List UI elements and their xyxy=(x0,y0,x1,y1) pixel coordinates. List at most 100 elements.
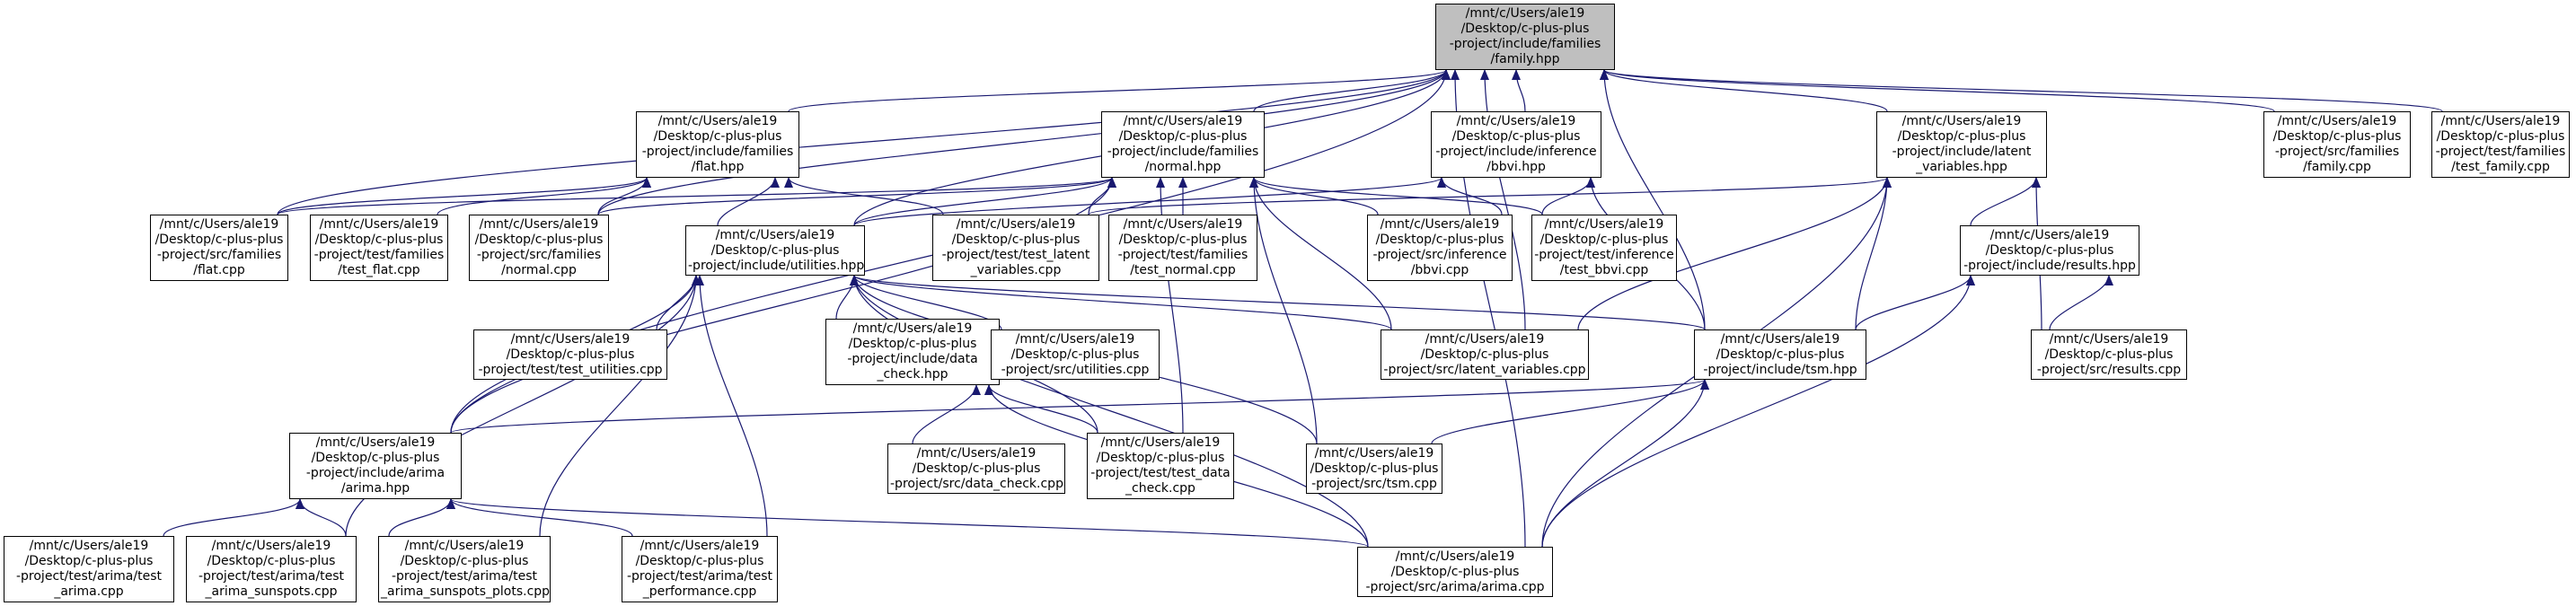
node-label-line: -project/test/inference xyxy=(1534,248,1674,262)
node-label-line: /mnt/c/Users/ale19 xyxy=(1100,435,1221,450)
node-normal-hpp[interactable]: /mnt/c/Users/ale19/Desktop/c-plus-plus-p… xyxy=(1101,111,1265,178)
edge-arima-hpp-to-tsm-hpp xyxy=(450,379,1709,434)
node-label-line: -project/src/arima/arima.cpp xyxy=(1365,579,1545,594)
node-arima-cpp[interactable]: /mnt/c/Users/ale19/Desktop/c-plus-plus-p… xyxy=(1357,547,1553,597)
node-src-family-cpp[interactable]: /mnt/c/Users/ale19/Desktop/c-plus-plus-p… xyxy=(2263,111,2411,178)
node-label-line: -project/include/arima xyxy=(305,466,446,480)
node-test-bbvi-cpp[interactable]: /mnt/c/Users/ale19/Desktop/c-plus-plus-p… xyxy=(1531,215,1677,281)
node-label-line: _performance.cpp xyxy=(642,584,757,599)
node-label-line: /Desktop/c-plus-plus xyxy=(474,233,604,247)
edge-latent-cpp-to-normal-hpp xyxy=(1249,177,1392,330)
node-data-check-hpp[interactable]: /mnt/c/Users/ale19/Desktop/c-plus-plus-p… xyxy=(825,319,1000,385)
node-flat-cpp[interactable]: /mnt/c/Users/ale19/Desktop/c-plus-plus-p… xyxy=(150,215,288,281)
node-flat-hpp[interactable]: /mnt/c/Users/ale19/Desktop/c-plus-plus-p… xyxy=(636,111,799,178)
node-test-utilities-cpp[interactable]: /mnt/c/Users/ale19/Desktop/c-plus-plus-p… xyxy=(473,329,667,380)
node-label-line: /Desktop/c-plus-plus xyxy=(1897,129,2026,144)
edge-tsm-cpp-to-tsm-hpp xyxy=(1431,379,1709,444)
node-label-line: /Desktop/c-plus-plus xyxy=(2436,129,2565,144)
node-label-line: /mnt/c/Users/ale19 xyxy=(315,435,436,450)
node-label-line: /Desktop/c-plus-plus xyxy=(912,461,1041,476)
node-label-line: /Desktop/c-plus-plus xyxy=(506,347,635,362)
node-results-hpp[interactable]: /mnt/c/Users/ale19/Desktop/c-plus-plus-p… xyxy=(1960,225,2139,276)
node-test-data-check-cpp[interactable]: /mnt/c/Users/ale19/Desktop/c-plus-plus-p… xyxy=(1087,433,1234,499)
edge-arima-cpp-to-utilities-hpp xyxy=(850,275,1369,548)
edge-results-cpp-to-results-hpp xyxy=(2049,275,2113,330)
node-test-family-cpp[interactable]: /mnt/c/Users/ale19/Desktop/c-plus-plus-p… xyxy=(2431,111,2570,178)
node-label-line: /Desktop/c-plus-plus xyxy=(1460,22,1590,36)
node-latent-cpp[interactable]: /mnt/c/Users/ale19/Desktop/c-plus-plus-p… xyxy=(1381,329,1589,380)
node-bbvi-cpp[interactable]: /mnt/c/Users/ale19/Desktop/c-plus-plus-p… xyxy=(1367,215,1513,281)
edge-latent-cpp-to-family-hpp xyxy=(1480,69,1526,330)
node-test-arima-sunspots-cpp[interactable]: /mnt/c/Users/ale19/Desktop/c-plus-plus-p… xyxy=(186,536,357,602)
edge-arima-cpp-to-arima-hpp xyxy=(446,498,1369,548)
node-label-line: -project/include/utilities.hpp xyxy=(688,258,865,273)
edge-test-bbvi-cpp-to-normal-hpp xyxy=(1249,177,1543,215)
node-label-line: /mnt/c/Users/ale19 xyxy=(852,321,973,336)
node-label-line: _arima_sunspots.cpp xyxy=(205,584,338,599)
node-utilities-cpp[interactable]: /mnt/c/Users/ale19/Desktop/c-plus-plus-p… xyxy=(991,329,1160,380)
edge-tsm-hpp-to-utilities-hpp xyxy=(850,275,1706,330)
edge-bbvi-cpp-to-normal-hpp xyxy=(1249,177,1379,215)
node-label-line: /test_flat.cpp xyxy=(338,263,420,277)
edge-utilities-hpp-to-bbvi-hpp xyxy=(853,177,1446,226)
node-label-line: /Desktop/c-plus-plus xyxy=(951,233,1081,247)
node-label-line: /mnt/c/Users/ale19 xyxy=(1901,114,2022,128)
node-utilities-hpp[interactable]: /mnt/c/Users/ale19/Desktop/c-plus-plus-p… xyxy=(685,225,865,276)
node-data-check-cpp[interactable]: /mnt/c/Users/ale19/Desktop/c-plus-plus-p… xyxy=(887,444,1065,494)
node-test-flat-cpp[interactable]: /mnt/c/Users/ale19/Desktop/c-plus-plus-p… xyxy=(310,215,448,281)
node-label-line: /mnt/c/Users/ale19 xyxy=(319,217,439,232)
node-label-line: /bbvi.hpp xyxy=(1486,160,1546,174)
node-arima-hpp[interactable]: /mnt/c/Users/ale19/Desktop/c-plus-plus-p… xyxy=(289,433,462,499)
node-test-arima-sunspots-plots-cpp[interactable]: /mnt/c/Users/ale19/Desktop/c-plus-plus-p… xyxy=(378,536,551,602)
node-test-latent-cpp[interactable]: /mnt/c/Users/ale19/Desktop/c-plus-plus-p… xyxy=(932,215,1099,281)
node-label-line: -project/include/results.hpp xyxy=(1963,258,2136,273)
node-bbvi-hpp[interactable]: /mnt/c/Users/ale19/Desktop/c-plus-plus-p… xyxy=(1431,111,1601,178)
node-label-line: /flat.hpp xyxy=(691,160,745,174)
node-label-line: /mnt/c/Users/ale19 xyxy=(1456,114,1576,128)
edge-latent-cpp-to-utilities-hpp xyxy=(850,275,1392,330)
edge-flat-hpp-to-family-hpp xyxy=(788,69,1451,112)
node-family-hpp[interactable]: /mnt/c/Users/ale19/Desktop/c-plus-plus-p… xyxy=(1435,4,1615,70)
edge-test-latent-cpp-to-latent-hpp xyxy=(1088,177,1892,215)
edge-test-arima-sunspots-plots-cpp-to-utilities-hpp xyxy=(539,275,701,537)
edge-arima-cpp-to-tsm-hpp xyxy=(1541,379,1709,548)
node-latent-hpp[interactable]: /mnt/c/Users/ale19/Desktop/c-plus-plus-p… xyxy=(1876,111,2047,178)
node-tsm-cpp[interactable]: /mnt/c/Users/ale19/Desktop/c-plus-plus-p… xyxy=(1306,444,1442,494)
node-label-line: /normal.cpp xyxy=(501,263,577,277)
node-label-line: /Desktop/c-plus-plus xyxy=(1539,233,1669,247)
node-label-line: /mnt/c/Users/ale19 xyxy=(956,217,1076,232)
node-test-normal-cpp[interactable]: /mnt/c/Users/ale19/Desktop/c-plus-plus-p… xyxy=(1108,215,1257,281)
node-test-arima-cpp[interactable]: /mnt/c/Users/ale19/Desktop/c-plus-plus-p… xyxy=(4,536,174,602)
node-label-line: _arima_sunspots_plots.cpp xyxy=(381,584,551,599)
node-tsm-hpp[interactable]: /mnt/c/Users/ale19/Desktop/c-plus-plus-p… xyxy=(1694,329,1866,380)
node-label-line: /mnt/c/Users/ale19 xyxy=(1123,114,1243,128)
edge-test-performance-cpp-to-arima-hpp xyxy=(446,498,633,537)
edge-flat-cpp-to-flat-hpp xyxy=(277,177,651,215)
node-label-line: -project/include/families xyxy=(1449,37,1601,51)
node-label-line: _variables.hpp xyxy=(1916,160,2007,174)
node-normal-cpp[interactable]: /mnt/c/Users/ale19/Desktop/c-plus-plus-p… xyxy=(469,215,609,281)
node-label-line: -project/src/data_check.cpp xyxy=(890,476,1063,491)
node-label-line: -project/src/results.cpp xyxy=(2036,362,2182,377)
node-results-cpp[interactable]: /mnt/c/Users/ale19/Desktop/c-plus-plus-p… xyxy=(2031,329,2187,380)
node-label-line: -project/test/arima/test xyxy=(391,569,537,584)
node-test-performance-cpp[interactable]: /mnt/c/Users/ale19/Desktop/c-plus-plus-p… xyxy=(622,536,778,602)
node-label-line: /mnt/c/Users/ale19 xyxy=(2049,331,2169,347)
node-label-line: /mnt/c/Users/ale19 xyxy=(211,539,331,553)
node-label-line: /mnt/c/Users/ale19 xyxy=(1015,331,1135,347)
node-label-line: -project/src/families xyxy=(476,248,602,262)
edge-normal-cpp-to-flat-hpp xyxy=(597,177,651,215)
node-label-line: -project/src/tsm.cpp xyxy=(1311,476,1437,491)
node-label-line: /arima.hpp xyxy=(340,481,410,496)
node-label-line: -project/include/data xyxy=(847,352,978,366)
node-label-line: -project/include/families xyxy=(1107,145,1259,159)
node-label-line: _check.hpp xyxy=(877,367,948,382)
node-label-line: /mnt/c/Users/ale19 xyxy=(479,217,599,232)
edge-test-flat-cpp-to-flat-hpp xyxy=(437,177,651,215)
node-label-line: /mnt/c/Users/ale19 xyxy=(916,445,1037,461)
node-label-line: /mnt/c/Users/ale19 xyxy=(715,227,835,242)
node-label-line: _check.cpp xyxy=(1125,481,1195,496)
node-label-line: /mnt/c/Users/ale19 xyxy=(1544,217,1664,232)
edge-utilities-hpp-to-flat-hpp xyxy=(717,177,780,226)
edge-data-check-cpp-to-data-check-hpp xyxy=(912,384,981,444)
